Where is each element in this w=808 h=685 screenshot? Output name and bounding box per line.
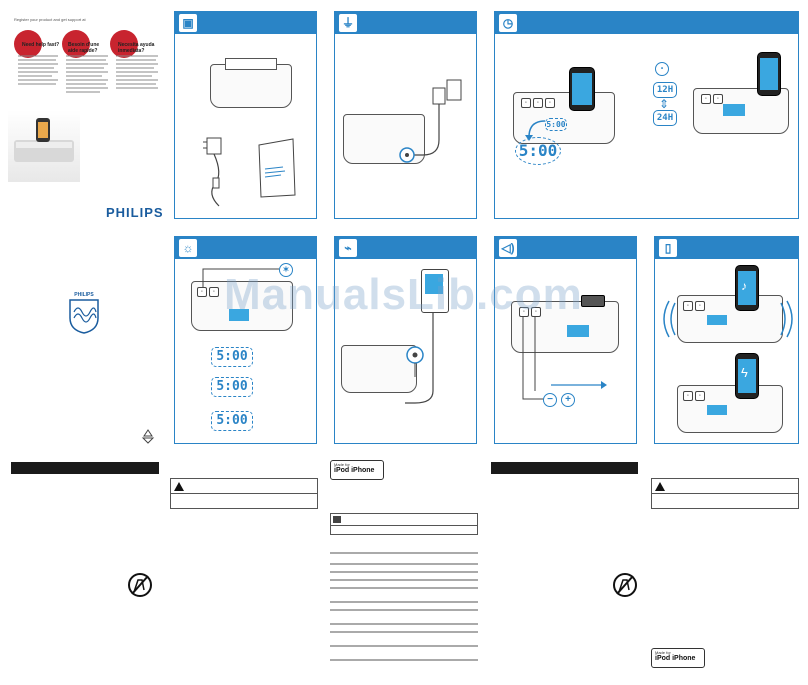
panel-unpack: ▣: [174, 11, 317, 219]
section-bar-4: [491, 462, 638, 474]
plug-icon: ⏚: [339, 14, 357, 32]
lcd-time-small: 5:00: [545, 118, 567, 131]
power-adapter-illustration: [203, 137, 222, 207]
warning-triangle-icon-2: [655, 482, 665, 491]
volume-callout-lines: [522, 317, 607, 400]
box-icon: ▣: [179, 14, 197, 32]
top-button-b: ◦: [695, 301, 705, 311]
brand-wordmark: PHILIPS: [106, 205, 164, 220]
panel-brightness: ☼ ◦ ◦ ✶ 5:00 5:00 5:00: [174, 236, 317, 444]
speaker-illustration: [210, 64, 292, 108]
time-row-3: 5:00: [211, 411, 253, 431]
brightness-callout: ✶: [279, 263, 293, 277]
panel-volume: ◁) ◦ ◦ − +: [494, 236, 637, 444]
clock-button: ◦: [521, 98, 531, 108]
recycle-icon: [141, 429, 155, 444]
music-note-icon: ♪: [741, 279, 747, 293]
help-heading-es: Necesita ayuda inmediata?: [118, 42, 155, 54]
volume-icon: ◁): [499, 239, 517, 257]
note-icon: [333, 516, 341, 523]
iphone-charging: [735, 353, 759, 399]
top-button-a: ◦: [683, 301, 693, 311]
sound-waves-icon: [663, 300, 793, 338]
warning-triangle-icon: [174, 482, 184, 491]
tipover-warning-icon: [128, 573, 152, 597]
set-button: ◦: [533, 98, 543, 108]
cable-icon: ⌁: [339, 239, 357, 257]
speaker-illustration: [191, 281, 293, 331]
panel-dock: ▯ ◦ ◦ ♪ ◦ ◦ ϟ: [654, 236, 799, 444]
lcd-time-large: 5:00: [515, 137, 561, 165]
brightness-icon: ☼: [179, 239, 197, 257]
iphone-icon: ▯: [659, 239, 677, 257]
vol-down-button: ◦: [519, 307, 529, 317]
spec-table-rows: [330, 552, 478, 661]
iphone-docked-2: [757, 52, 781, 96]
tipover-warning-icon-2: [613, 573, 637, 597]
speaker-display: [723, 104, 745, 116]
speaker-display-2: [707, 405, 727, 415]
media-player-illustration: [421, 269, 449, 313]
mode-12h: 12H: [653, 82, 677, 98]
time-row-2: 5:00: [211, 377, 253, 397]
iphone-playing: [735, 265, 759, 311]
warning-note-2: [651, 478, 799, 509]
audio-cable-illustration: [405, 313, 434, 404]
volume-up-icon: +: [561, 393, 575, 407]
speaker-illustration-2: [677, 385, 783, 433]
time-row-1: 5:00: [211, 347, 253, 367]
hold-arrow: [525, 120, 546, 141]
speaker-display: [707, 315, 727, 325]
brightness-button: ◦: [197, 287, 207, 297]
help-heading-fr: Besoin d'une aide rapide?: [68, 42, 100, 54]
help-badge-fr: [62, 30, 90, 58]
charging-bolt-icon: ϟ: [741, 365, 748, 380]
watermark: ManualsLib.com: [224, 270, 583, 319]
help-badge-en: [14, 30, 42, 58]
register-line: Register your product and get support at: [14, 17, 86, 22]
help-badge-es: [110, 30, 138, 58]
warning-note-1: [170, 478, 318, 509]
volume-down-icon: −: [543, 393, 557, 407]
speaker-display: [229, 309, 249, 321]
clock-mode-indicator: •: [655, 62, 669, 76]
speaker-display: [567, 325, 589, 337]
bottom-button-a: ◦: [683, 391, 693, 401]
product-photo: [8, 110, 80, 182]
speaker-illustration: [341, 345, 417, 393]
manual-illustration: [258, 138, 296, 198]
speaker-illustration: [677, 295, 783, 343]
panel-power: ⏚: [334, 11, 477, 219]
panel-clock: ◷ ◦ ◦ ◦ 5:00 5:00 ◦ ◦ • 12H ⇕ 24H: [494, 11, 799, 219]
btn-b: ◦: [209, 287, 219, 297]
set-button-2: ◦: [713, 94, 723, 104]
mfi-badge-1: Made for iPod iPhone: [330, 460, 384, 480]
panel-audio-in: ⌁: [334, 236, 477, 444]
mfi-badge-2: Made for iPod iPhone: [651, 648, 705, 668]
clock-button-2: ◦: [701, 94, 711, 104]
mode-24h: 24H: [653, 110, 677, 126]
dock-slot: [581, 295, 605, 307]
up-button: ◦: [545, 98, 555, 108]
help-body-text: [18, 55, 158, 93]
iphone-docked: [569, 67, 595, 111]
callout-line: [202, 268, 279, 287]
spec-table-header: [330, 513, 478, 535]
svg-text:PHILIPS: PHILIPS: [74, 292, 94, 298]
vol-up-button: ◦: [531, 307, 541, 317]
cover-black-bar: [11, 462, 159, 474]
bottom-button-b: ◦: [695, 391, 705, 401]
speaker-illustration: [511, 301, 619, 353]
clock-icon: ◷: [499, 14, 517, 32]
power-connection-illustration: [399, 79, 462, 163]
toggle-arrow-icon: ⇕: [659, 97, 670, 111]
philips-shield-icon: PHILIPS: [69, 292, 99, 334]
help-heading-en: Need help fast?: [22, 42, 60, 48]
